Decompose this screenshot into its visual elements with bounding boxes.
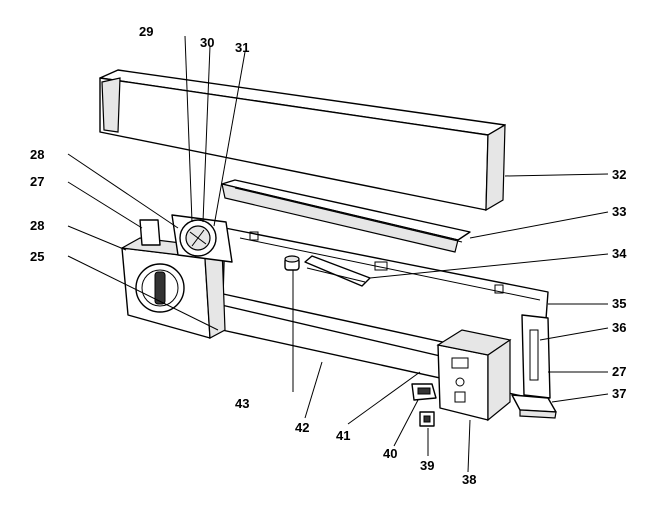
- callout-36: 36: [612, 320, 626, 335]
- callout-42: 42: [295, 420, 309, 435]
- callout-28-lower: 28: [30, 218, 44, 233]
- callout-27-right: 27: [612, 364, 626, 379]
- part-40-switch: [411, 383, 437, 401]
- callout-28-top: 28: [30, 147, 44, 162]
- part-29-30-31-timer: [171, 214, 233, 263]
- part-43-cylinder: [284, 255, 300, 271]
- leader-lines: [67, 35, 609, 473]
- callout-35: 35: [612, 296, 626, 311]
- part-27-left-bracket: [139, 219, 161, 246]
- callout-29: 29: [139, 24, 153, 39]
- callout-32: 32: [612, 167, 626, 182]
- callout-41: 41: [336, 428, 350, 443]
- callout-33: 33: [612, 204, 626, 219]
- callout-labels: 29 30 31 28 27 28 25 32 33 34 35 36 27 3…: [30, 24, 627, 487]
- callout-27-left: 27: [30, 174, 44, 189]
- part-38-control-box: [436, 329, 512, 422]
- callout-40: 40: [383, 446, 397, 461]
- callout-34: 34: [612, 246, 627, 261]
- part-32-top-cover: [99, 69, 506, 212]
- callout-25: 25: [30, 249, 44, 264]
- callout-31: 31: [235, 40, 249, 55]
- callout-43: 43: [235, 396, 249, 411]
- part-33-trough: [221, 179, 471, 253]
- part-39-knob: [419, 411, 435, 427]
- callout-38: 38: [462, 472, 476, 487]
- part-36-right-bracket: [521, 314, 551, 399]
- callout-37: 37: [612, 386, 626, 401]
- callout-30: 30: [200, 35, 214, 50]
- callout-39: 39: [420, 458, 434, 473]
- part-27-37-right-foot: [511, 394, 557, 419]
